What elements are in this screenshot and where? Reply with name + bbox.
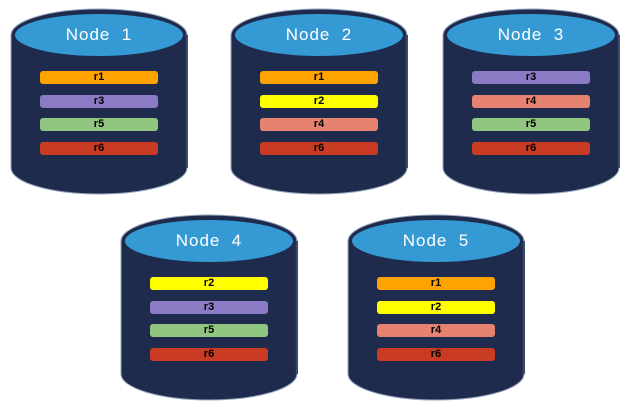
replica-bar-r5: r5 (150, 324, 268, 337)
node-4: Node 4 r2 r3 r5 r6 (120, 214, 298, 402)
replica-bar-r6: r6 (150, 347, 268, 361)
replica-bar-r1: r1 (377, 277, 495, 290)
replica-bar-r3: r3 (40, 94, 158, 108)
node-1: Node 1 r1 r3 r5 r6 (10, 8, 188, 196)
node-5: Node 5 r1 r2 r4 r6 (347, 214, 525, 402)
replica-list: r3 r4 r5 r6 (472, 71, 590, 155)
node-title: Node 2 (285, 25, 353, 44)
replica-list: r2 r3 r5 r6 (150, 277, 268, 361)
node-2: Node 2 r1 r2 r4 r6 (230, 8, 408, 196)
replica-bar-r1: r1 (40, 71, 158, 84)
replica-list: r1 r2 r4 r6 (260, 71, 378, 155)
replica-bar-r5: r5 (472, 118, 590, 131)
replica-bar-r1: r1 (260, 71, 378, 84)
replica-bar-r3: r3 (150, 300, 268, 314)
replica-bar-r5: r5 (40, 118, 158, 131)
node-title: Node 5 (402, 231, 470, 250)
replica-bar-r6: r6 (377, 347, 495, 361)
replica-list: r1 r2 r4 r6 (377, 277, 495, 361)
replica-bar-r4: r4 (377, 324, 495, 337)
node-title: Node 3 (497, 25, 565, 44)
replica-bar-r3: r3 (472, 71, 590, 84)
replica-bar-r6: r6 (472, 141, 590, 155)
node-title: Node 1 (65, 25, 133, 44)
replica-bar-r2: r2 (150, 277, 268, 290)
replica-bar-r6: r6 (40, 141, 158, 155)
replica-bar-r2: r2 (377, 300, 495, 314)
node-title: Node 4 (175, 231, 243, 250)
replica-bar-r6: r6 (260, 141, 378, 155)
replica-bar-r2: r2 (260, 94, 378, 108)
replica-bar-r4: r4 (472, 94, 590, 108)
replica-bar-r4: r4 (260, 118, 378, 131)
node-3: Node 3 r3 r4 r5 r6 (442, 8, 620, 196)
replica-list: r1 r3 r5 r6 (40, 71, 158, 155)
